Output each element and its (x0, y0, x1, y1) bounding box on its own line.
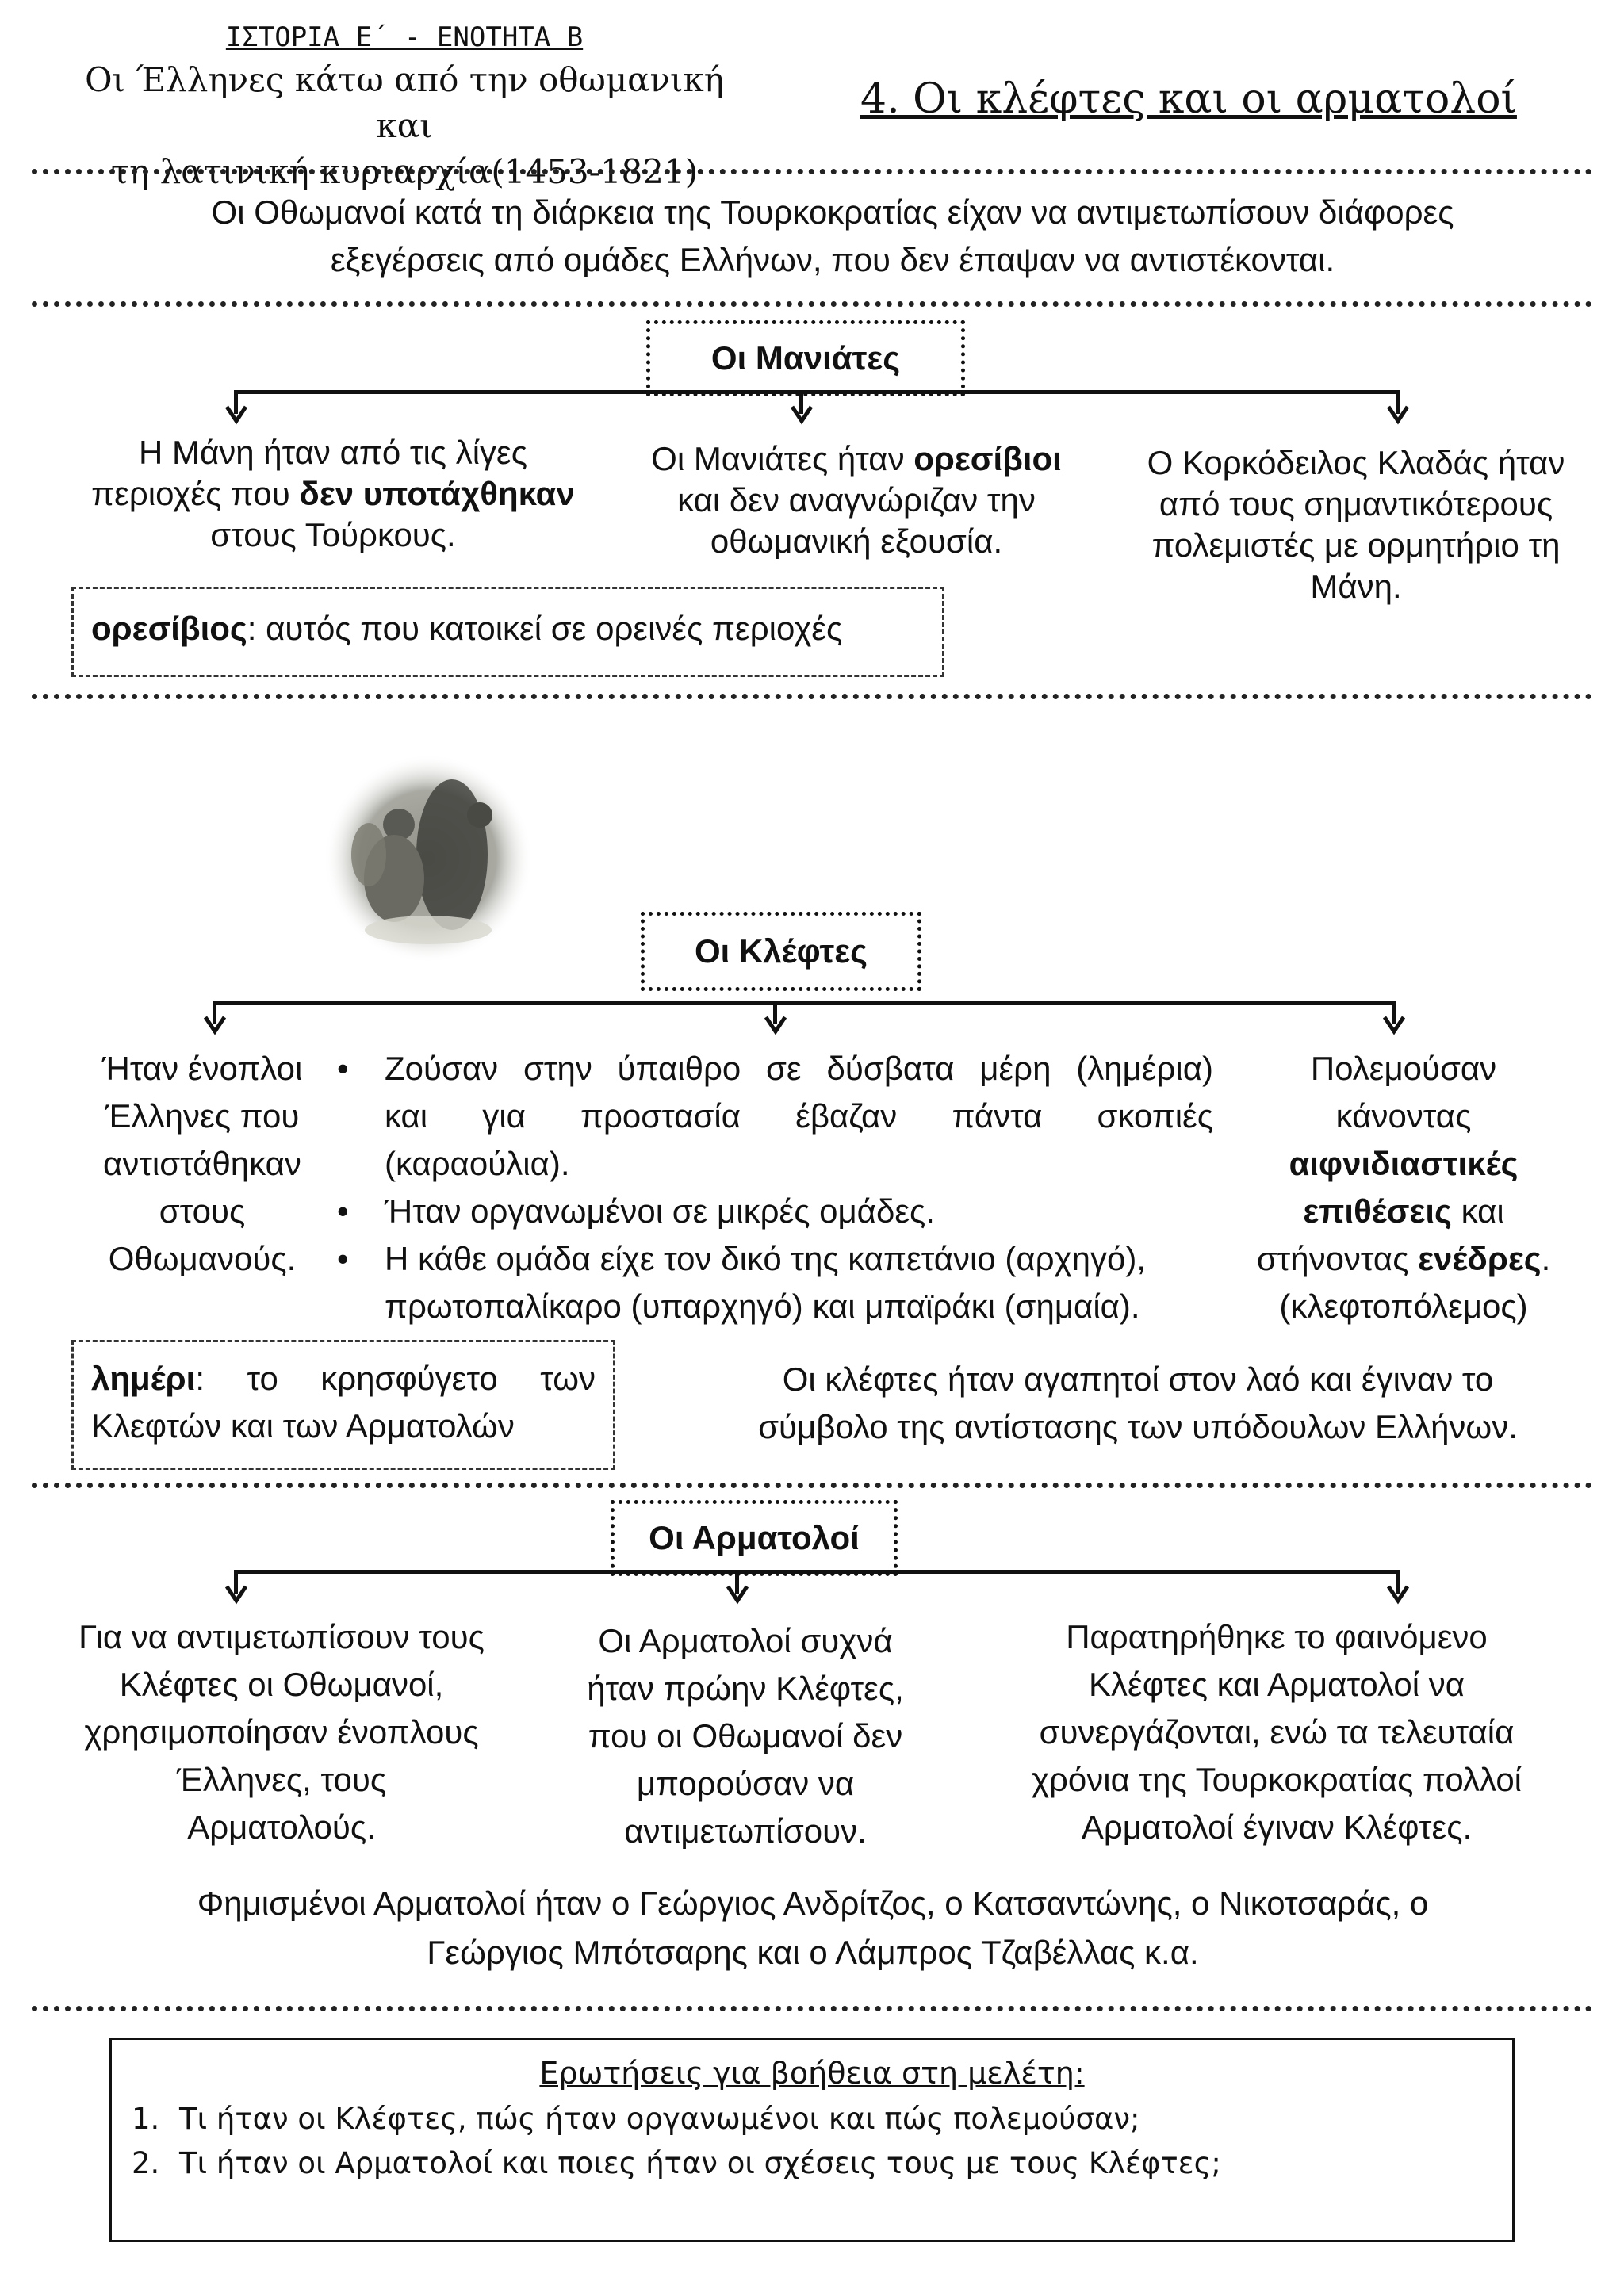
list-item: 1.Τι ήταν οι Κλέφτες, πώς ήταν οργανωμέν… (132, 2097, 1139, 2141)
armatoloi-famous: Φημισμένοι Αρματολοί ήταν ο Γεώργιος Ανδ… (71, 1879, 1554, 1977)
kleftes-bullets: • Ζούσαν στην ύπαιθρο σε δύσβατα μέρη (λ… (333, 1045, 1213, 1330)
definition-term: ορεσίβιος (91, 610, 247, 647)
list-item: • Ήταν οργανωμένοι σε μικρές ομάδες. (333, 1188, 1213, 1235)
kleftes-note: Οι κλέφτες ήταν αγαπητοί στον λαό και έγ… (698, 1356, 1578, 1451)
maniates-col3: Ο Κορκόδειλος Κλαδάς ήταν από τους σημαν… (1118, 442, 1594, 607)
definition-text: : αυτός που κατοικεί σε ορεινές περιοχές (247, 610, 842, 647)
divider-3 (32, 694, 1592, 699)
definition-text: Κλεφτών και των Αρματολών (91, 1402, 596, 1450)
klefts-engraving-illustration (321, 752, 535, 966)
intro-line2: εξεγέρσεις από ομάδες Ελλήνων, που δεν έ… (119, 236, 1546, 284)
lesson-title: 4. Οι κλέφτες και οι αρματολοί (860, 71, 1517, 127)
bullet-icon: • (337, 1188, 349, 1235)
definition-limeri: λημέρι: το κρησφύγετο των Κλεφτών και τω… (71, 1340, 615, 1470)
arrow-down-icon (1381, 1011, 1407, 1036)
definition-term: λημέρι (91, 1360, 195, 1397)
definition-oresivios: ορεσίβιος: αυτός που κατοικεί σε ορεινές… (71, 587, 944, 677)
kleftes-branch-line (213, 1001, 1396, 1004)
intro-text: Οι Οθωμανοί κατά τη διάρκεια της Τουρκοκ… (119, 189, 1546, 284)
arrow-down-icon (1385, 400, 1411, 426)
list-item: • Ζούσαν στην ύπαιθρο σε δύσβατα μέρη (λ… (333, 1045, 1213, 1188)
definition-text: : το κρησφύγετο των (195, 1360, 596, 1397)
maniates-col2: Οι Μανιάτες ήταν ορεσίβιοι και δεν αναγν… (611, 438, 1102, 562)
intro-line1: Οι Οθωμανοί κατά τη διάρκεια της Τουρκοκ… (119, 189, 1546, 236)
list-item: 2.Τι ήταν οι Αρματολοί και ποιες ήταν οι… (132, 2141, 1221, 2186)
armatoloi-title-box: Οι Αρματολοί (611, 1500, 898, 1576)
subject-label: ΙΣΤΟΡΙΑ Ε΄ - ΕΝΟΤΗΤΑ Β (56, 17, 753, 57)
maniates-branch-line (234, 390, 1400, 394)
arrow-down-icon (763, 1011, 788, 1036)
questions-title: Ερωτήσεις για βοήθεια στη μελέτη: (112, 2051, 1512, 2095)
armatoloi-branch-line (234, 1570, 1400, 1574)
list-item: • Η κάθε ομάδα είχε τον δικό της καπετάν… (333, 1235, 1213, 1330)
arrow-down-icon (224, 1580, 249, 1605)
unit-title-line1: Οι Έλληνες κάτω από την οθωμανική και (56, 57, 753, 149)
maniates-title-box: Οι Μανιάτες (646, 320, 965, 396)
arrow-down-icon (202, 1011, 228, 1036)
bullet-icon: • (337, 1235, 349, 1283)
divider-2 (32, 301, 1592, 307)
armatoloi-col1: Για να αντιμετωπίσουν τους Κλέφτες οι Οθ… (48, 1613, 515, 1851)
kleftes-col1: Ήταν ένοπλοι Έλληνες που αντιστάθηκαν στ… (71, 1045, 333, 1283)
arrow-down-icon (1385, 1580, 1411, 1605)
divider-5 (32, 2006, 1592, 2011)
maniates-col1: Η Μάνη ήταν από τις λίγες περιοχές που δ… (56, 432, 611, 556)
armatoloi-col2: Οι Αρματολοί συχνά ήταν πρώην Κλέφτες, π… (539, 1617, 952, 1855)
divider-1 (32, 169, 1592, 174)
study-questions-box: Ερωτήσεις για βοήθεια στη μελέτη: 1.Τι ή… (109, 2038, 1515, 2242)
armatoloi-col3: Παρατηρήθηκε το φαινόμενο Κλέφτες και Αρ… (975, 1613, 1578, 1851)
arrow-down-icon (789, 400, 814, 426)
kleftes-col3: Πολεμούσαν κάνοντας αιφνιδιαστικές επιθέ… (1237, 1045, 1570, 1330)
divider-4 (32, 1483, 1592, 1488)
arrow-down-icon (224, 400, 249, 426)
kleftes-title-box: Οι Κλέφτες (641, 912, 921, 991)
bullet-icon: • (337, 1045, 349, 1093)
arrow-down-icon (725, 1580, 750, 1605)
